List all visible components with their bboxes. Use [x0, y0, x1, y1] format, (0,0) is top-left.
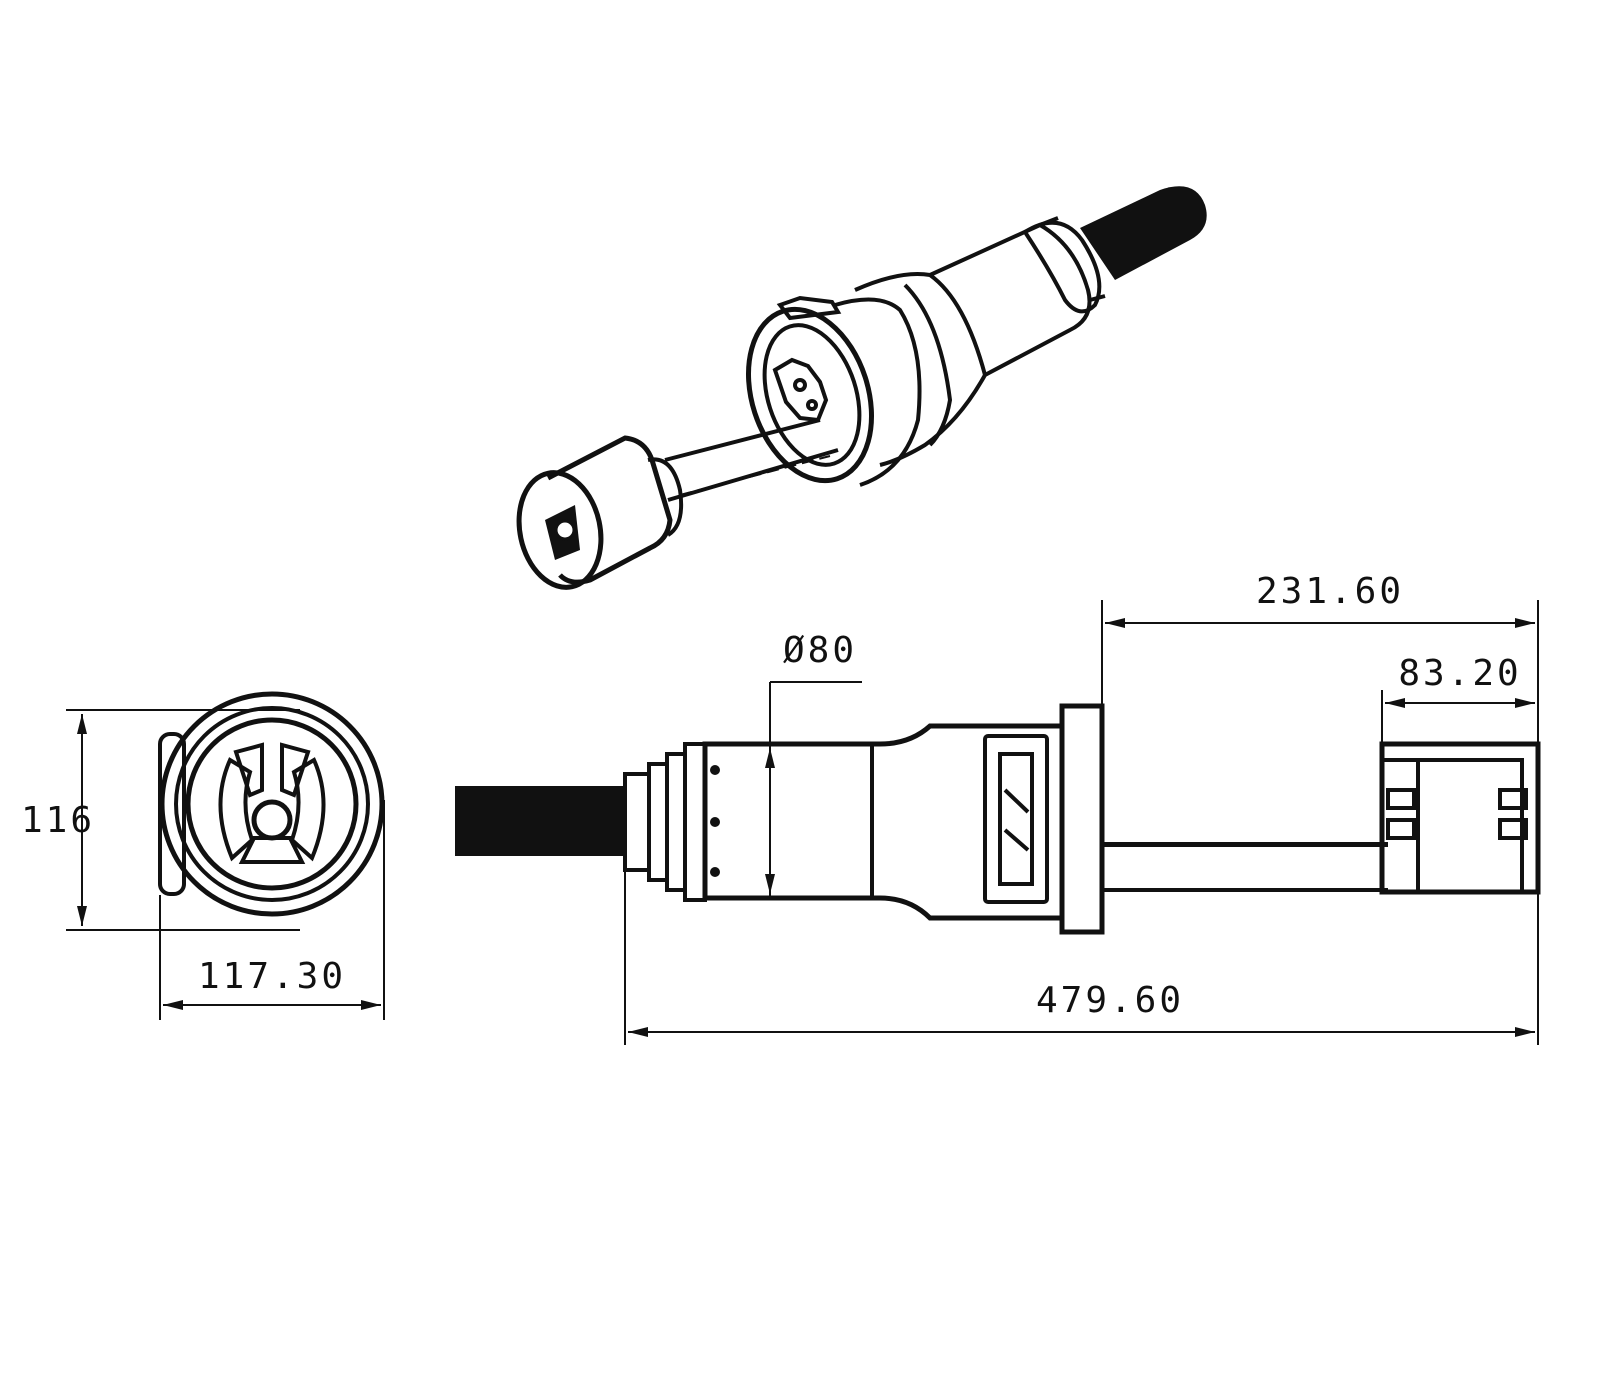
dim-83-label: 83.20: [1398, 653, 1521, 694]
side-end-block: [1379, 741, 1541, 895]
dim-diameter-label: Ø80: [783, 630, 857, 671]
side-view: [455, 703, 1541, 935]
iso-cable: [1080, 186, 1207, 280]
dim-231-label: 231.60: [1256, 571, 1404, 612]
side-rod: [1102, 842, 1388, 892]
iso-contact-insert: [772, 357, 829, 423]
iso-rear-clamp: [1022, 220, 1102, 314]
dim-overall-label: 479.60: [1036, 980, 1184, 1021]
dimension-lines: [66, 600, 1539, 1045]
end-view-center-pin: [251, 799, 293, 841]
side-cable: [455, 786, 627, 856]
end-view: [158, 691, 385, 917]
side-window: [983, 734, 1049, 904]
isometric-view: [516, 186, 1207, 590]
iso-end-face: [516, 470, 604, 590]
side-flange: [1059, 703, 1105, 935]
dimension-labels: 116 117.30 Ø80 231.60 83.20 479.60: [21, 571, 1521, 1021]
dim-width-label: 117.30: [198, 956, 346, 997]
side-cable-gland: [623, 742, 707, 902]
end-view-outer-ring: [159, 691, 385, 917]
dim-height-label: 116: [21, 800, 95, 841]
iso-front-ring: [745, 306, 875, 484]
iso-main-body: [854, 222, 1092, 467]
iso-end-block: [546, 435, 673, 585]
